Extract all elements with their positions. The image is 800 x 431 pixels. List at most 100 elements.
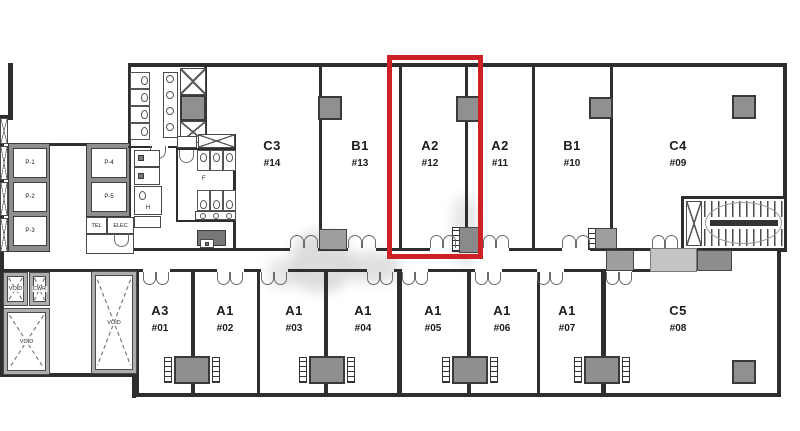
toilet-stall <box>197 150 210 171</box>
unit-number: #07 <box>558 323 576 334</box>
door-arc <box>665 235 678 248</box>
wall <box>244 269 261 272</box>
void-label: VOID <box>7 286 24 292</box>
elevator-p5: P-5 <box>91 182 127 212</box>
wall-bottom <box>132 393 781 397</box>
wall-divider <box>601 272 606 394</box>
fixture <box>205 242 209 246</box>
shaft-wide <box>198 134 235 148</box>
wall <box>777 249 781 397</box>
room <box>134 150 160 167</box>
room-label: ELEC <box>112 222 129 229</box>
stair-shaft <box>686 201 702 246</box>
room-tel: TEL <box>86 217 107 234</box>
shaft <box>0 118 8 144</box>
toilet-icon <box>226 153 233 162</box>
fixture-box <box>134 216 161 228</box>
ac-box <box>309 356 345 384</box>
shaft <box>0 182 8 216</box>
unit-A1-05: A1 #05 <box>401 303 465 334</box>
restroom-label-f: F <box>202 176 206 182</box>
void-label: VOID <box>106 319 122 326</box>
toilet-icon <box>141 110 148 119</box>
door-arc <box>488 272 501 285</box>
wall-divider <box>191 272 195 394</box>
elevator-bank-right: P-4 P-5 <box>86 143 130 217</box>
void-label: CWR <box>31 286 48 292</box>
wall-shaft <box>732 95 756 119</box>
unit-type: C5 <box>669 303 687 318</box>
door-arc <box>217 272 230 285</box>
door-arc <box>619 272 632 285</box>
room <box>134 167 160 185</box>
unit-A1-04: A1 #04 <box>331 303 395 334</box>
door-arc <box>652 235 665 248</box>
void-shaft-large: VOID <box>91 271 137 374</box>
ac-box <box>174 356 210 384</box>
wall-divider <box>467 272 471 394</box>
wall <box>564 269 606 272</box>
void-shaft: VOID <box>3 272 28 306</box>
wall <box>0 269 143 272</box>
wall <box>590 248 652 251</box>
door-arc <box>362 235 376 248</box>
unit-number: #05 <box>424 323 442 334</box>
toilet-icon <box>141 93 148 102</box>
wall-shaft <box>456 96 480 122</box>
door-arc <box>475 272 488 285</box>
ac-box <box>452 356 488 384</box>
wall <box>176 148 178 222</box>
door-arc <box>443 235 456 248</box>
door-arc <box>550 272 563 285</box>
wall <box>0 373 136 377</box>
unit-number: #10 <box>563 158 581 169</box>
door-arc <box>576 235 590 248</box>
door-arc <box>261 272 274 285</box>
wall <box>509 248 562 251</box>
unit-number: #01 <box>151 323 169 334</box>
wall <box>376 248 430 251</box>
unit-number: #11 <box>491 158 509 169</box>
wall <box>8 63 13 120</box>
unit-C3-14: C3 #14 <box>240 138 304 169</box>
wall-divider <box>399 67 402 251</box>
door-arc <box>606 272 619 285</box>
unit-type: B1 <box>563 138 581 153</box>
wall-shaft <box>318 96 342 120</box>
unit-type: A2 <box>421 138 439 153</box>
unit-type: A1 <box>493 303 511 318</box>
toilet-stall <box>223 150 236 171</box>
unit-A2-11: A2 #11 <box>468 138 532 169</box>
unit-number: #13 <box>351 158 369 169</box>
unit-A1-06: A1 #06 <box>470 303 534 334</box>
unit-type: A1 <box>285 303 303 318</box>
wall-divider <box>319 67 322 251</box>
cwr-shaft: CWR <box>29 272 50 306</box>
shaft <box>0 218 8 252</box>
wall <box>428 269 475 272</box>
wall <box>288 269 367 272</box>
wall-divider <box>537 272 540 394</box>
sink-icon <box>213 213 219 219</box>
stairwell <box>681 196 787 251</box>
wall-divider <box>610 67 613 251</box>
door-arc <box>304 235 318 248</box>
wall-top <box>128 63 787 67</box>
service-box <box>606 250 634 271</box>
unit-type: C3 <box>263 138 281 153</box>
door-arc <box>483 235 496 248</box>
shaft <box>180 68 206 95</box>
door-arc <box>562 235 576 248</box>
void-shaft-large: VOID <box>3 308 50 375</box>
unit-type: B1 <box>351 138 369 153</box>
unit-type: A1 <box>424 303 442 318</box>
toilet-icon <box>139 191 146 200</box>
sink-icon <box>166 107 174 115</box>
unit-type: A1 <box>216 303 234 318</box>
elevator-label: P-2 <box>24 194 36 200</box>
door-arc <box>380 272 393 285</box>
toilet-icon <box>200 153 207 162</box>
sink-icon <box>226 213 232 219</box>
sink-icon <box>166 91 174 99</box>
wall <box>128 248 290 251</box>
